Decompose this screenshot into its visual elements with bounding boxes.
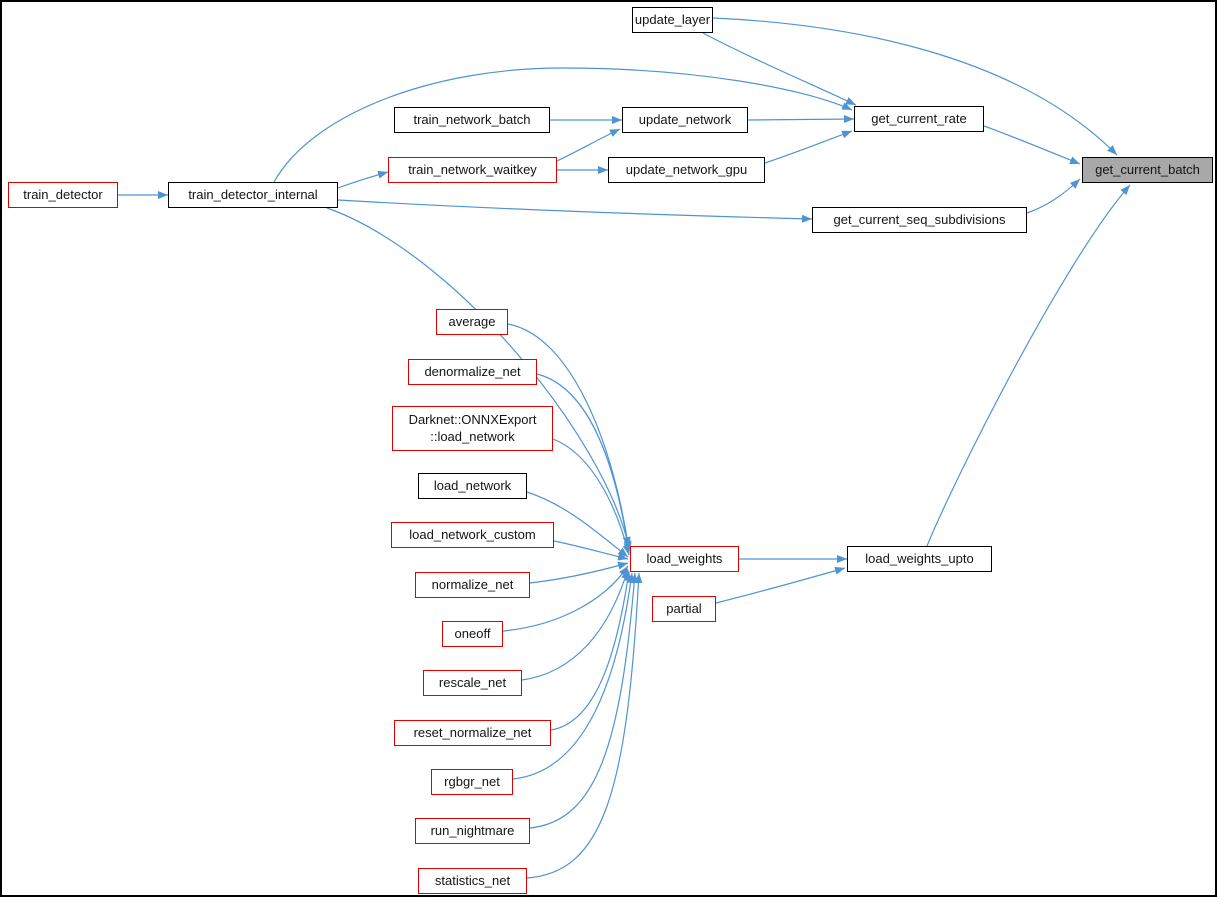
edge-update_network_gpu-to-get_current_rate	[764, 130, 853, 164]
graph-node-rescale_net[interactable]: rescale_net	[423, 670, 522, 696]
graph-node-normalize_net[interactable]: normalize_net	[415, 572, 530, 598]
edge-run_nightmare-to-load_weights	[529, 572, 639, 829]
edge-train_detector_internal-to-train_network_waitkey	[337, 170, 389, 189]
edge-get_current_rate-to-get_current_batch	[983, 125, 1081, 165]
edge-load_network-to-load_weights	[526, 491, 629, 558]
edge-load_weights_upto-to-get_current_batch	[926, 184, 1131, 547]
graph-node-reset_normalize_net[interactable]: reset_normalize_net	[394, 720, 551, 746]
edge-reset_normalize_net-to-load_weights	[550, 570, 632, 731]
graph-node-load_weights_upto[interactable]: load_weights_upto	[847, 546, 992, 572]
graph-node-partial[interactable]: partial	[652, 596, 716, 622]
edge-update_layer-to-get_current_rate	[702, 32, 857, 106]
graph-node-load_network[interactable]: load_network	[418, 473, 527, 499]
edge-get_current_seq_subdivisions-to-get_current_batch	[1026, 178, 1081, 214]
edge-update_network-to-get_current_rate	[747, 115, 855, 124]
edge-rgbgr_net-to-load_weights	[512, 572, 635, 780]
edge-onnx_load_network-to-load_weights	[552, 438, 631, 556]
edge-partial-to-load_weights_upto	[715, 566, 846, 604]
graph-node-train_network_batch[interactable]: train_network_batch	[394, 107, 550, 133]
graph-node-update_network_gpu[interactable]: update_network_gpu	[608, 157, 765, 183]
graph-node-run_nightmare[interactable]: run_nightmare	[415, 818, 530, 844]
graph-node-train_detector_internal[interactable]: train_detector_internal	[168, 182, 338, 208]
edge-train_detector_internal-to-get_current_seq_subdivisions	[337, 199, 813, 223]
graph-node-get_current_rate[interactable]: get_current_rate	[854, 106, 984, 132]
edge-statistics_net-to-load_weights	[526, 572, 643, 879]
graph-node-train_network_waitkey[interactable]: train_network_waitkey	[388, 157, 557, 183]
graph-node-update_layer[interactable]: update_layer	[632, 7, 713, 33]
graph-node-denormalize_net[interactable]: denormalize_net	[408, 359, 537, 385]
graph-node-oneoff[interactable]: oneoff	[442, 621, 503, 647]
graph-node-average[interactable]: average	[436, 309, 508, 335]
edge-normalize_net-to-load_weights	[529, 561, 629, 584]
graph-node-update_network[interactable]: update_network	[622, 107, 748, 133]
graph-node-get_current_seq_subdivisions[interactable]: get_current_seq_subdivisions	[812, 207, 1027, 233]
graph-node-onnx_load_network[interactable]: Darknet::ONNXExport ::load_network	[392, 406, 553, 451]
edge-rescale_net-to-load_weights	[521, 568, 629, 681]
graph-node-load_network_custom[interactable]: load_network_custom	[391, 522, 554, 548]
graph-node-train_detector[interactable]: train_detector	[8, 182, 118, 208]
graph-node-rgbgr_net[interactable]: rgbgr_net	[431, 769, 513, 795]
graph-node-get_current_batch[interactable]: get_current_batch	[1082, 157, 1213, 183]
graph-node-statistics_net[interactable]: statistics_net	[418, 868, 527, 894]
edge-train_detector_internal-to-load_weights	[326, 207, 631, 548]
edge-train_detector_internal-to-get_current_rate	[273, 67, 853, 183]
edge-denormalize_net-to-load_weights	[536, 373, 632, 554]
edge-oneoff-to-load_weights	[502, 565, 629, 632]
edge-train_network_waitkey-to-update_network	[556, 128, 621, 162]
edge-load_network_custom-to-load_weights	[553, 540, 629, 561]
edge-update_layer-to-get_current_batch	[712, 17, 1118, 156]
graph-node-load_weights[interactable]: load_weights	[630, 546, 739, 572]
